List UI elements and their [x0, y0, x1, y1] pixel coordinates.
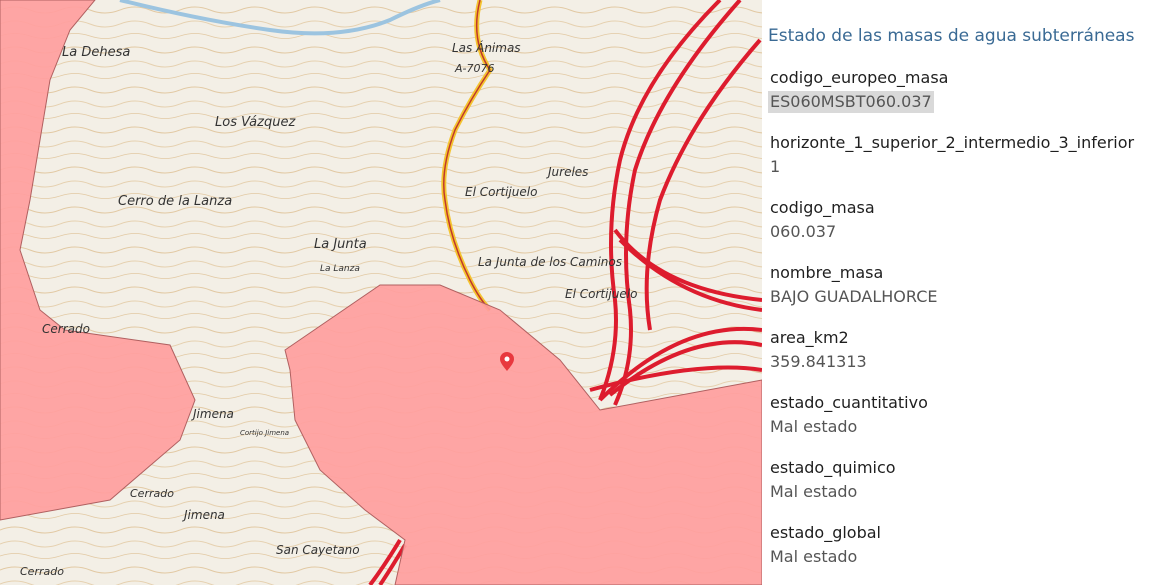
- place-label: La Junta de los Caminos: [478, 255, 622, 269]
- attribute-field: area_km2 359.841313: [770, 328, 867, 373]
- highway-network: [368, 0, 762, 585]
- attribute-value: Mal estado: [770, 547, 858, 566]
- place-label: Cortijo Jimena: [240, 429, 289, 437]
- place-label: El Cortijuelo: [465, 185, 537, 199]
- place-label: A-7076: [454, 62, 495, 75]
- attribute-key: nombre_masa: [770, 263, 884, 282]
- attribute-value: BAJO GUADALHORCE: [770, 287, 938, 306]
- attribute-key: estado_global: [770, 523, 881, 542]
- attribute-field: codigo_masa 060.037: [770, 198, 875, 243]
- place-label: Cerrado: [130, 487, 174, 500]
- water-body-polygon[interactable]: [0, 0, 762, 585]
- place-label: Jureles: [546, 165, 588, 179]
- river: [119, 0, 441, 36]
- attribute-key: area_km2: [770, 328, 849, 347]
- attribute-key: horizonte_1_superior_2_intermedio_3_infe…: [770, 133, 1135, 152]
- attribute-value: Mal estado: [770, 482, 858, 501]
- attribute-value: 359.841313: [770, 352, 867, 371]
- place-label: La Lanza: [320, 264, 360, 274]
- attribute-key: codigo_masa: [770, 198, 875, 217]
- place-label: La Dehesa: [62, 45, 130, 60]
- place-label: El Cortijuelo: [565, 287, 637, 301]
- attribute-key: estado_cuantitativo: [770, 393, 928, 412]
- attribute-value: 060.037: [770, 222, 837, 241]
- place-label: Los Vázquez: [215, 115, 296, 130]
- panel-title: Estado de las masas de agua subterráneas: [768, 26, 1135, 46]
- attribute-value: 1: [770, 157, 781, 176]
- place-label: Las Ánimas: [452, 40, 521, 55]
- place-label: Cerrado: [42, 322, 90, 336]
- place-label: Cerro de la Lanza: [118, 194, 232, 209]
- place-label: San Cayetano: [276, 543, 360, 557]
- place-label: La Junta: [314, 237, 367, 252]
- place-label: Cerrado: [20, 565, 64, 578]
- attribute-key: estado_quimico: [770, 458, 896, 477]
- attribute-value: ES060MSBT060.037: [768, 91, 934, 113]
- feature-info-panel: Estado de las masas de agua subterráneas…: [762, 0, 1176, 585]
- attribute-field: horizonte_1_superior_2_intermedio_3_infe…: [770, 133, 1134, 178]
- place-label: Jimena: [191, 407, 234, 421]
- map-pin-icon[interactable]: [500, 352, 514, 371]
- road-a7076-edge: [443, 0, 491, 311]
- attribute-key: codigo_europeo_masa: [770, 68, 949, 87]
- attribute-value: Mal estado: [770, 417, 858, 436]
- place-label: Jimena: [182, 508, 225, 522]
